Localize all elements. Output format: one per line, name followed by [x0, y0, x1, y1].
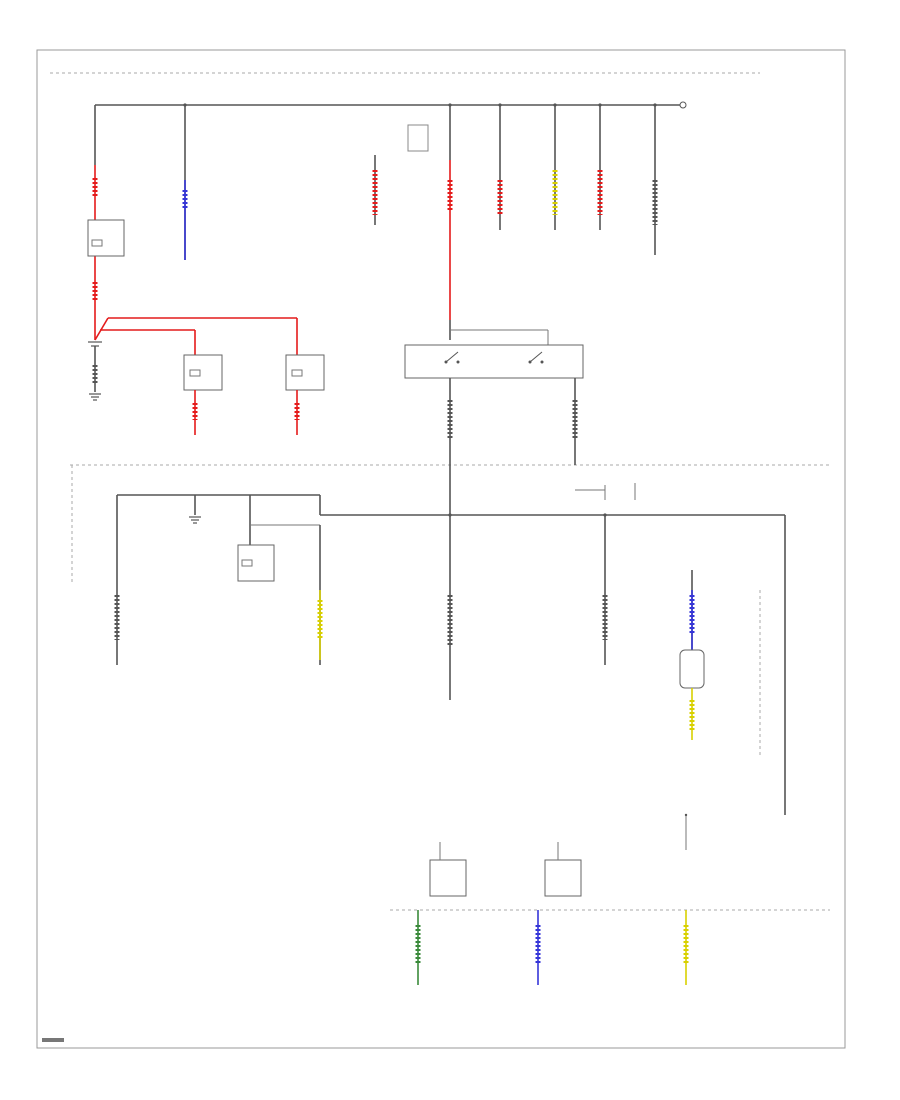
fuse-box-right	[544, 859, 582, 897]
junction-dot	[684, 813, 688, 817]
junction-dot	[448, 513, 452, 517]
ignition-switch-box	[404, 344, 584, 379]
ground-icon	[89, 393, 101, 401]
dc-converter-box	[679, 649, 705, 689]
ground-icon	[189, 516, 201, 524]
battery-symbol	[88, 341, 102, 392]
switch-icon	[444, 351, 460, 364]
fuse-box-left	[429, 859, 467, 897]
red-link-wire	[94, 317, 109, 341]
fuse-icon	[291, 369, 303, 377]
diagram-frame	[36, 49, 846, 1049]
fuse-icon	[407, 124, 429, 152]
fuse-box-alternator	[237, 544, 275, 582]
connector-icon	[679, 101, 687, 109]
fusible-link-box	[87, 219, 125, 257]
fuse-icon	[189, 369, 201, 377]
fuse-icon	[241, 559, 253, 567]
fuse-icon	[91, 239, 103, 247]
footer-code-mark	[42, 1038, 64, 1042]
switch-icon	[528, 351, 544, 364]
